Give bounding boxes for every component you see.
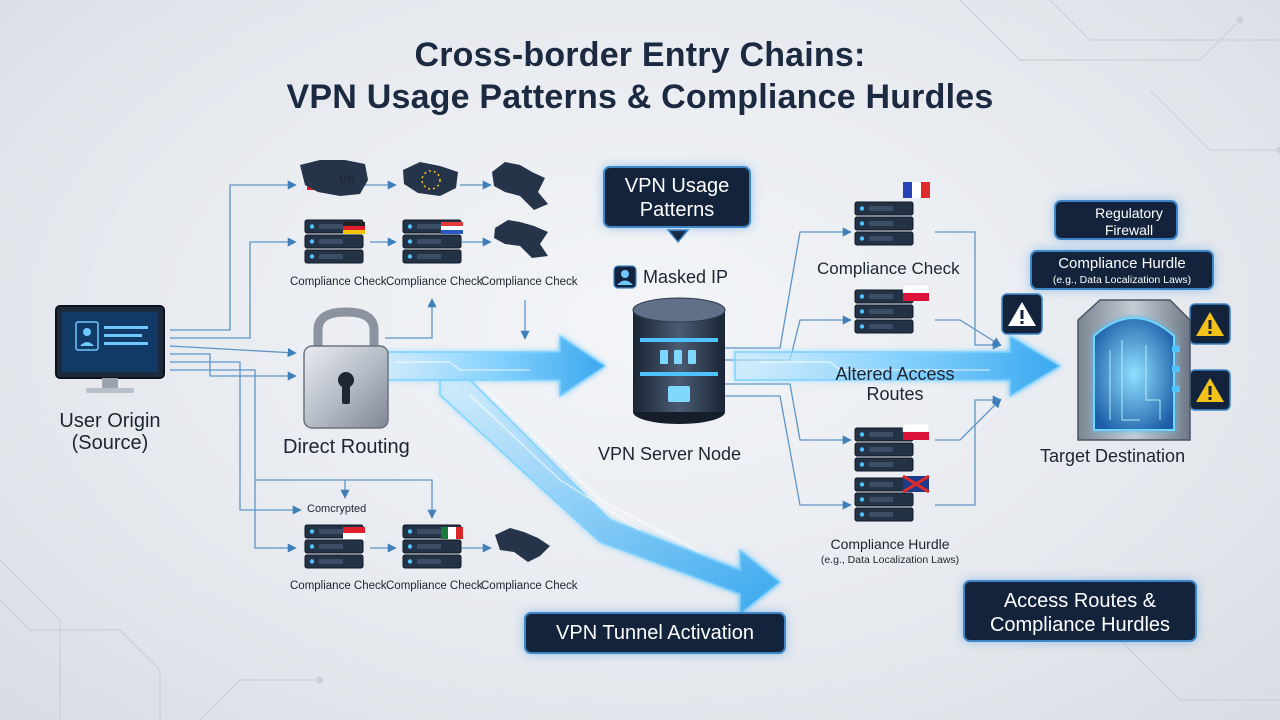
us-map-label: US <box>339 174 355 186</box>
compliance-check-label: Compliance Check <box>290 580 387 592</box>
altered-routes-line1: Altered Access <box>835 364 955 384</box>
compliance-check-label: Compliance Check <box>481 580 578 592</box>
regulatory-line2: Firewall <box>1104 222 1154 238</box>
user-origin-line1: User Origin <box>59 410 161 432</box>
regulatory-line1: Regulatory <box>1095 205 1163 221</box>
firewall-gate-icon <box>1077 299 1191 441</box>
compliance-hurdle-right-label: Compliance Hurdle (e.g., Data Localizati… <box>800 536 980 568</box>
compliance-check-label: Compliance Check <box>481 276 578 288</box>
world-map-icon <box>300 160 550 562</box>
altered-access-routes-label: Altered Access Routes <box>815 364 975 404</box>
encrypted-label: Comcrypted <box>307 503 367 515</box>
compliance-check-right-label: Compliance Check <box>817 259 960 278</box>
compliance-check-label: Compliance Check <box>290 276 387 288</box>
monitor-icon <box>55 305 165 393</box>
compliance-check-label: Compliance Check <box>386 276 483 288</box>
page-title-line-1: Cross-border Entry Chains: <box>414 36 866 74</box>
compliance-hurdle-callout: Compliance Hurdle (e.g., Data Localizati… <box>1030 250 1214 290</box>
callout-pointer <box>666 229 690 244</box>
target-destination-label: Target Destination <box>1040 446 1186 466</box>
access-routes-callout: Access Routes & Compliance Hurdles <box>963 580 1197 642</box>
warning-icon <box>1001 293 1231 411</box>
access-routes-line2: Compliance Hurdles <box>989 614 1171 636</box>
vpn-tunnel-activation-callout: VPN Tunnel Activation <box>524 612 786 654</box>
vpn-patterns-line1: VPN Usage <box>624 175 730 197</box>
vpn-tunnel-main <box>379 334 1062 616</box>
origin-connectors <box>169 180 530 553</box>
europe-map-icon <box>421 170 441 190</box>
vpn-usage-patterns-callout: VPN Usage Patterns <box>603 166 751 228</box>
user-origin-line2: (Source) <box>71 432 149 454</box>
page-title-line-2: VPN Usage Patterns & Compliance Hurdles <box>286 78 994 116</box>
compliance-check-label: Compliance Check <box>386 580 483 592</box>
user-icon <box>613 265 637 289</box>
compliance-hurdle-line1: Compliance Hurdle <box>830 536 950 552</box>
vpn-server-node-icon <box>632 297 726 424</box>
access-routes-line1: Access Routes & <box>1003 590 1157 612</box>
altered-routes-line2: Routes <box>866 384 924 404</box>
compliance-hurdle-line2: (e.g., Data Localization Laws) <box>820 554 960 566</box>
regulatory-firewall-callout: Regulatory Firewall <box>1054 200 1178 240</box>
user-origin-label: User Origin (Source) <box>50 410 170 454</box>
hurdle-callout-line1: Compliance Hurdle <box>1058 255 1186 272</box>
direct-routing-label: Direct Routing <box>283 436 410 458</box>
hurdle-callout-line2: (e.g., Data Localization Laws) <box>1052 274 1192 286</box>
padlock-icon <box>303 307 389 429</box>
masked-ip-label: Masked IP <box>643 267 729 287</box>
vpn-patterns-line2: Patterns <box>639 199 715 221</box>
vpn-server-node-label: VPN Server Node <box>598 444 742 464</box>
